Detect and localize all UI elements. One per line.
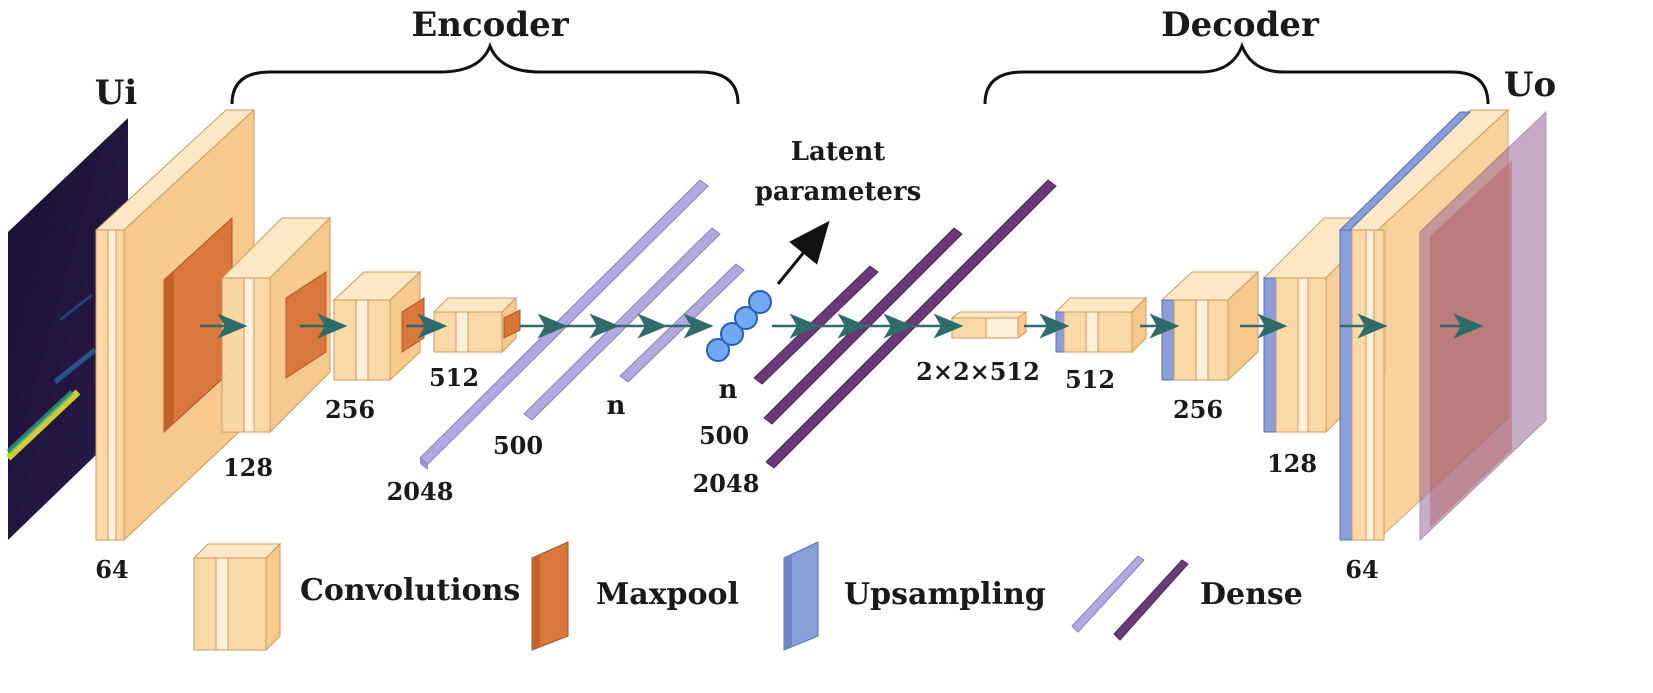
encoder-dense-500 — [523, 227, 721, 421]
latent-label-line2: parameters — [755, 177, 922, 207]
legend-conv-swatch — [192, 542, 282, 652]
enc-64-label: 64 — [95, 555, 128, 584]
reshape-label: 2×2×512 — [916, 357, 1040, 386]
dec-64-label: 64 — [1345, 555, 1378, 584]
dec-dense-n-label: n — [719, 375, 738, 405]
legend-maxpool-swatch — [531, 541, 569, 651]
enc-256-label: 256 — [325, 395, 375, 424]
legend: Convolutions Maxpool Upsampling Dense — [192, 541, 1303, 652]
decoder-title: Decoder — [1161, 5, 1320, 45]
encoder-conv-512 — [432, 296, 521, 354]
legend-maxpool-label: Maxpool — [596, 577, 739, 612]
output-label: Uo — [1504, 65, 1556, 105]
decoder-conv-512 — [1054, 296, 1148, 354]
dec-512-label: 512 — [1065, 365, 1115, 394]
enc-128-label: 128 — [223, 453, 273, 482]
input-label: Ui — [95, 73, 138, 113]
dec-128-label: 128 — [1267, 449, 1317, 478]
dec-dense-500-label: 500 — [699, 421, 749, 450]
legend-dense-swatch — [1071, 555, 1189, 641]
legend-conv-label: Convolutions — [300, 573, 520, 608]
dec-256-label: 256 — [1173, 395, 1223, 424]
encoder-dense-n — [619, 263, 745, 383]
encoder-brace — [230, 41, 740, 105]
enc-dense-n-label: n — [607, 391, 626, 421]
latent-nodes — [706, 290, 772, 362]
enc-dense-2048-label: 2048 — [387, 477, 454, 506]
legend-upsampling-label: Upsampling — [844, 577, 1046, 612]
decoder-brace — [983, 41, 1490, 105]
reshape-block — [950, 311, 1028, 339]
dec-dense-2048-label: 2048 — [693, 469, 760, 498]
enc-dense-500-label: 500 — [493, 431, 543, 460]
enc-512-label: 512 — [429, 363, 479, 392]
legend-dense-label: Dense — [1200, 577, 1303, 612]
legend-upsampling-swatch — [783, 541, 819, 651]
latent-label-line1: Latent — [791, 137, 886, 167]
latent-arrow — [776, 220, 830, 285]
encoder-title: Encoder — [411, 5, 569, 45]
